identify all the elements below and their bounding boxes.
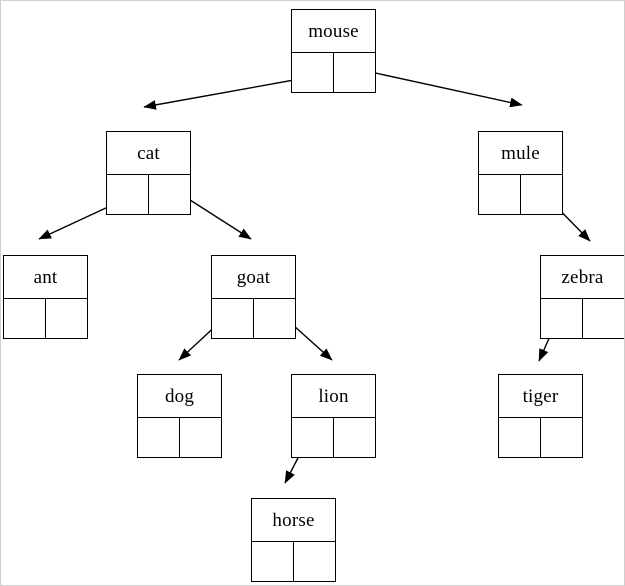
right-pointer-cell-mouse[interactable] bbox=[334, 53, 375, 92]
right-pointer-cell-goat[interactable] bbox=[254, 299, 295, 338]
node-label-cat: cat bbox=[107, 132, 190, 175]
node-pointers-tiger bbox=[499, 418, 582, 457]
node-pointers-mule bbox=[479, 175, 562, 214]
right-pointer-cell-lion[interactable] bbox=[334, 418, 375, 457]
node-label-mule: mule bbox=[479, 132, 562, 175]
right-pointer-cell-tiger[interactable] bbox=[541, 418, 582, 457]
node-label-tiger: tiger bbox=[499, 375, 582, 418]
tree-node-cat[interactable]: cat bbox=[106, 131, 191, 215]
left-pointer-cell-dog[interactable] bbox=[138, 418, 180, 457]
node-label-zebra: zebra bbox=[541, 256, 624, 299]
node-label-goat: goat bbox=[212, 256, 295, 299]
right-pointer-cell-horse[interactable] bbox=[294, 542, 335, 581]
right-pointer-cell-mule[interactable] bbox=[521, 175, 562, 214]
left-pointer-cell-cat[interactable] bbox=[107, 175, 149, 214]
tree-node-dog[interactable]: dog bbox=[137, 374, 222, 458]
tree-node-lion[interactable]: lion bbox=[291, 374, 376, 458]
node-pointers-cat bbox=[107, 175, 190, 214]
tree-node-mule[interactable]: mule bbox=[478, 131, 563, 215]
node-pointers-horse bbox=[252, 542, 335, 581]
left-pointer-cell-ant[interactable] bbox=[4, 299, 46, 338]
left-pointer-cell-horse[interactable] bbox=[252, 542, 294, 581]
tree-node-goat[interactable]: goat bbox=[211, 255, 296, 339]
tree-node-mouse[interactable]: mouse bbox=[291, 9, 376, 93]
node-pointers-goat bbox=[212, 299, 295, 338]
tree-node-ant[interactable]: ant bbox=[3, 255, 88, 339]
left-pointer-cell-tiger[interactable] bbox=[499, 418, 541, 457]
node-pointers-mouse bbox=[292, 53, 375, 92]
node-label-mouse: mouse bbox=[292, 10, 375, 53]
node-label-ant: ant bbox=[4, 256, 87, 299]
left-pointer-cell-zebra[interactable] bbox=[541, 299, 583, 338]
left-pointer-cell-lion[interactable] bbox=[292, 418, 334, 457]
edge-mouse-right-to-mule bbox=[356, 68, 523, 108]
node-pointers-ant bbox=[4, 299, 87, 338]
left-pointer-cell-mouse[interactable] bbox=[292, 53, 334, 92]
node-pointers-dog bbox=[138, 418, 221, 457]
tree-node-horse[interactable]: horse bbox=[251, 498, 336, 582]
left-pointer-cell-mule[interactable] bbox=[479, 175, 521, 214]
tree-node-tiger[interactable]: tiger bbox=[498, 374, 583, 458]
right-pointer-cell-zebra[interactable] bbox=[583, 299, 624, 338]
right-pointer-cell-ant[interactable] bbox=[46, 299, 87, 338]
right-pointer-cell-cat[interactable] bbox=[149, 175, 190, 214]
node-label-dog: dog bbox=[138, 375, 221, 418]
tree-node-zebra[interactable]: zebra bbox=[540, 255, 624, 339]
node-pointers-lion bbox=[292, 418, 375, 457]
left-pointer-cell-goat[interactable] bbox=[212, 299, 254, 338]
node-label-lion: lion bbox=[292, 375, 375, 418]
node-label-horse: horse bbox=[252, 499, 335, 542]
node-pointers-zebra bbox=[541, 299, 624, 338]
right-pointer-cell-dog[interactable] bbox=[180, 418, 221, 457]
